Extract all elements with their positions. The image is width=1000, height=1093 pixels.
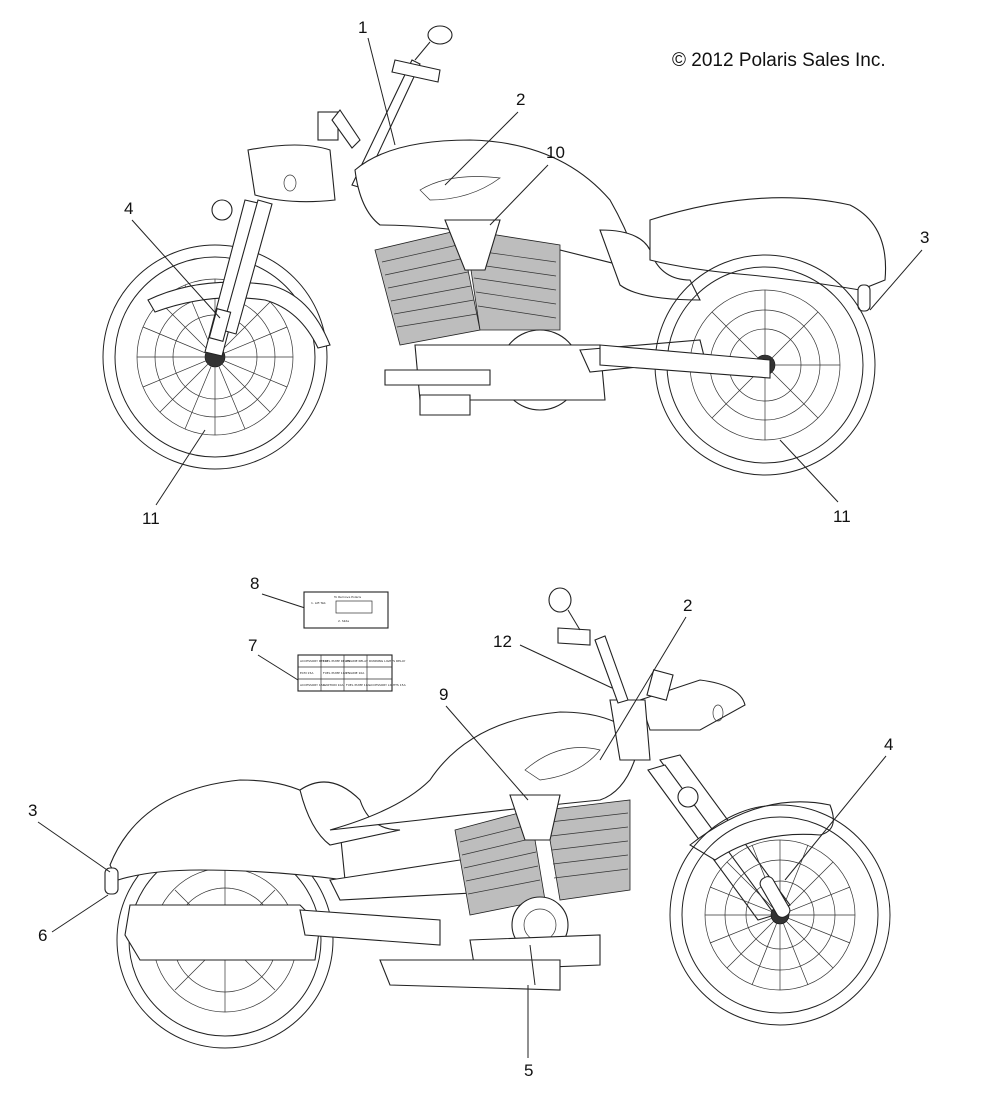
decal-7-cell-1: FUEL PUMP RELAY: [323, 659, 350, 663]
front-wheel-top: [102, 244, 328, 470]
decal-7-cell-10: FUEL PUMP 10A: [346, 683, 371, 687]
callout-10: 10: [546, 143, 565, 162]
decal-8-line2: 2. Slide: [338, 619, 349, 623]
motorcycle-left-view: [104, 587, 891, 1049]
decal-8-label: To Remove Polaris 1. Lift Tab 2. Slide: [303, 591, 389, 629]
callout-5: 5: [524, 1061, 533, 1080]
callout-2-bottom: 2: [683, 596, 692, 615]
callout-11-front: 11: [142, 509, 160, 528]
decal-7-fuse-label: ACCESSORY RELAY FUEL PUMP RELAY ENGINE R…: [297, 654, 407, 692]
callout-3-top: 3: [920, 228, 929, 247]
callout-4-bottom: 4: [884, 735, 893, 754]
engine-top: [374, 219, 606, 411]
callout-12: 12: [493, 632, 512, 651]
decal-7-cell-9: IGNITION 10A: [323, 683, 344, 687]
callout-2-top: 2: [516, 90, 525, 109]
decal-7-cell-2: ENGINE RELAY: [346, 659, 368, 663]
decal-8-line1: 1. Lift Tab: [311, 601, 326, 605]
callout-4-top: 4: [124, 199, 133, 218]
callout-8: 8: [250, 574, 259, 593]
decal-7-cell-5: FUEL PUMP 10A: [323, 671, 348, 675]
callout-3-bottom: 3: [28, 801, 37, 820]
decal-7-cell-0: ACCESSORY RELAY: [300, 659, 328, 663]
engine-bottom: [454, 794, 631, 971]
decal-7-cell-8: ACCESSORY 15A: [300, 683, 326, 687]
callout-9: 9: [439, 685, 448, 704]
decal-8-title: To Remove Polaris: [333, 595, 362, 599]
decal-7-cell-3: RUNNING LIGHTS RELAY: [369, 659, 406, 663]
copyright-text: © 2012 Polaris Sales Inc.: [672, 50, 886, 71]
decal-7-cell-4: ECM 15A: [300, 671, 314, 675]
callout-7: 7: [248, 636, 257, 655]
callout-11-rear: 11: [833, 507, 851, 526]
decal-7-cell-11: ACCESSORY LIGHTS 15A: [369, 683, 407, 687]
callouts-top: 1 2 10 3 4 11 11: [124, 18, 929, 528]
callout-6: 6: [38, 926, 47, 945]
callout-1: 1: [358, 18, 367, 37]
decal-7-cell-6: ENGINE 10A: [346, 671, 365, 675]
callouts-bottom: 2 12 9 4 3 6 5: [28, 596, 893, 1080]
motorcycle-right-view: [102, 25, 887, 476]
